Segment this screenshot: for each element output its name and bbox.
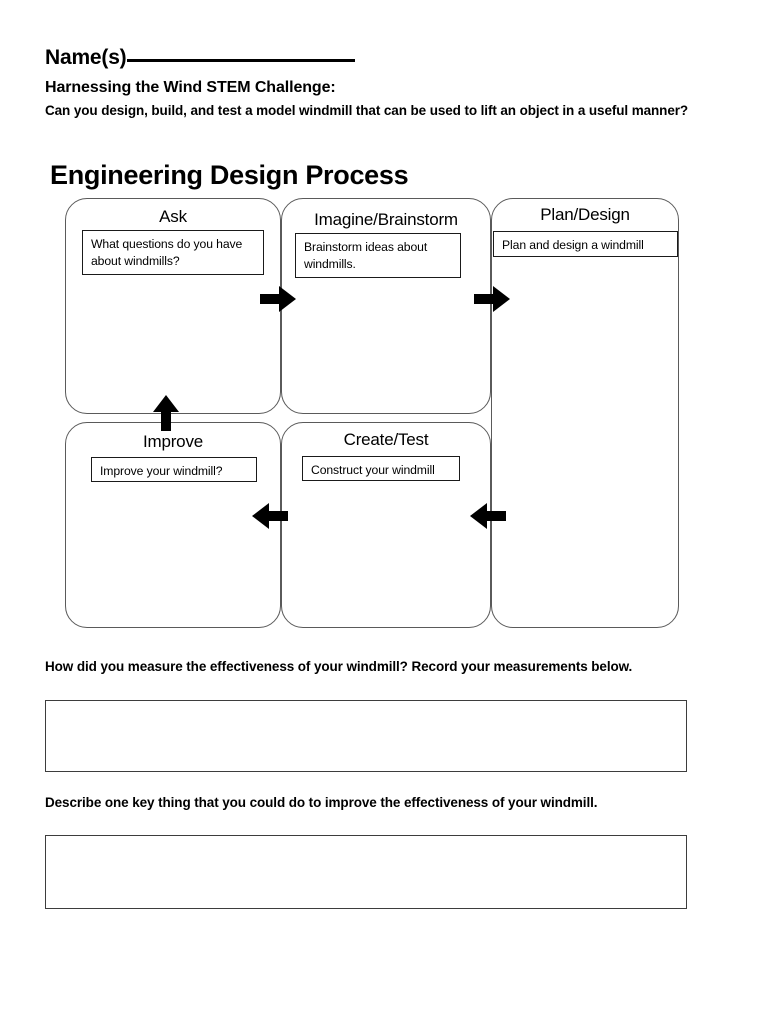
name-input-rule[interactable] [127,59,356,62]
process-label-plan: Plan/Design [540,205,630,224]
process-box-create [281,422,491,628]
question-2-answer-box[interactable] [45,835,687,909]
process-box-plan [491,198,679,628]
process-box-imagine [281,198,491,414]
challenge-title: Harnessing the Wind STEM Challenge: [45,78,336,96]
process-text-imagine[interactable]: Brainstorm ideas about windmills. [295,233,461,278]
process-text-improve[interactable]: Improve your windmill? [91,457,257,482]
question-1-answer-box[interactable] [45,700,687,772]
name-label: Name(s) [45,46,127,69]
arrow-right-icon [472,283,512,315]
question-2-prompt: Describe one key thing that you could do… [45,795,598,810]
process-text-create[interactable]: Construct your windmill [302,456,460,481]
process-text-ask[interactable]: What questions do you have about windmil… [82,230,264,275]
process-label-improve: Improve [142,432,203,451]
diagram-title: Engineering Design Process [50,160,409,190]
process-label-create: Create/Test [343,430,429,449]
name-field-row: Name(s) [45,46,735,71]
arrow-right-icon [258,283,298,315]
process-text-plan[interactable]: Plan and design a windmill [493,231,678,257]
question-1-prompt: How did you measure the effectiveness of… [45,659,633,674]
worksheet-header: Name(s) Harnessing the Wind STEM Challen… [45,46,735,121]
challenge-question: Can you design, build, and test a model … [45,102,689,118]
arrow-left-icon [250,500,290,532]
process-label-imagine: Imagine/Brainstorm [314,210,458,229]
process-label-ask: Ask [159,207,187,226]
arrow-left-icon [468,500,508,532]
process-box-improve [65,422,281,628]
arrow-up-icon [150,393,182,433]
